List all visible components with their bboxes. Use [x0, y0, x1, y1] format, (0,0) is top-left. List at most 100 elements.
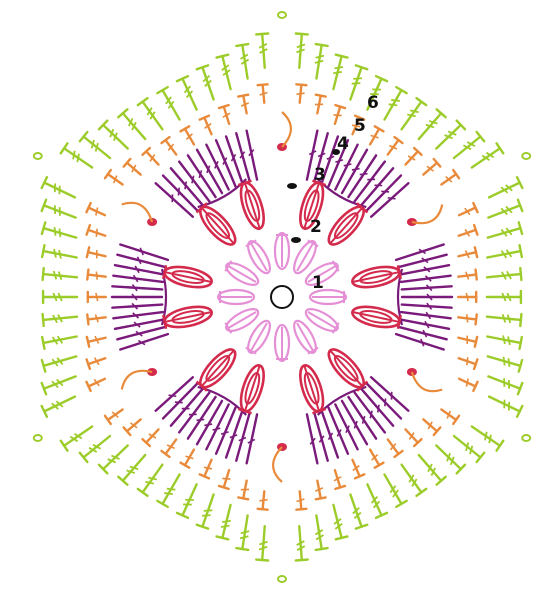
round-5-stitch-half-double-crochet-icon: [217, 103, 231, 126]
round-5-stitch-half-double-crochet-icon: [85, 201, 107, 217]
round-6-stitch-treble-crochet-icon: [40, 221, 78, 239]
round-3-chain: [120, 369, 153, 390]
round-5-stitch-half-double-crochet-icon: [457, 201, 479, 217]
round-4-stitch-treble-fan-icon: [394, 332, 445, 351]
round-6-stitch-treble-crochet-icon: [59, 142, 94, 169]
round-4-stitch-treble-fan-icon: [178, 391, 211, 434]
round-4-stitch-treble-fan-icon: [369, 182, 410, 218]
round-4-stitch-treble-fan-icon: [224, 135, 244, 185]
round-4-stitch-treble-fan-icon: [327, 406, 350, 455]
round-5-stitch-half-double-crochet-icon: [457, 246, 479, 259]
round-6-stitch-treble-crochet-icon: [40, 395, 77, 418]
round-4-stitch-treble-fan-icon: [347, 154, 378, 199]
round-5-stitch-half-double-crochet-icon: [368, 448, 385, 469]
round-4-stitch-treble-fan-icon: [161, 381, 200, 420]
round-6-stitch-treble-crochet-icon: [235, 514, 250, 552]
round-4-stitch-treble-fan-icon: [235, 411, 251, 462]
round-label-2: 2: [310, 217, 322, 237]
round-4-stitch-treble-fan-icon: [359, 167, 395, 208]
round-6-stitch-treble-crochet-icon: [41, 266, 79, 282]
round-1-stitch-double-crochet-cluster-icon: [273, 323, 291, 363]
round-5-stitch-half-double-crochet-icon: [85, 377, 107, 393]
round-4-stitch-treble-fan-icon: [224, 409, 244, 459]
round-6-stitch-treble-crochet-icon: [383, 85, 408, 121]
round-5-stitch-half-double-crochet-icon: [122, 157, 142, 176]
round-4-stitch-treble-fan-icon: [313, 132, 329, 183]
round-5-stitch-half-double-crochet-icon: [198, 458, 213, 480]
round-2-stitch-treble-cluster-icon: [195, 348, 237, 392]
round-5-stitch-half-double-crochet-icon: [422, 418, 442, 437]
round-5-stitch-half-double-crochet-icon: [256, 83, 269, 104]
round-4-stitch-treble-fan-icon: [178, 160, 211, 203]
round-4-stitch-treble-fan-icon: [347, 395, 378, 440]
round-4-stitch-treble-fan-icon: [235, 132, 251, 183]
round-6-stitch-treble-crochet-icon: [417, 108, 447, 141]
round-4-stitch-treble-fan-icon: [169, 386, 205, 427]
round-2-stitch-treble-cluster-icon: [299, 364, 327, 415]
round-6-stitch-treble-crochet-icon: [383, 473, 408, 509]
round-6-stitch-treble-crochet-icon: [452, 434, 486, 464]
round-6-stitch-treble-crochet-icon: [255, 524, 270, 562]
round-5-stitch-half-double-crochet-icon: [457, 377, 479, 393]
round-5-stitch-half-double-crochet-icon: [160, 438, 178, 459]
round-6-stitch-treble-crochet-icon: [417, 453, 447, 486]
round-5-stitch-half-double-crochet-icon: [386, 438, 404, 459]
round-5-stitch-half-double-crochet-icon: [103, 168, 124, 186]
round-5-stitch-half-double-crochet-icon: [179, 125, 196, 146]
round-6-stitch-treble-crochet-icon: [487, 198, 524, 219]
round-4-stitch-treble-fan-icon: [364, 381, 403, 420]
round-5-stitch-half-double-crochet-icon: [351, 114, 366, 136]
round-4-stitch-treble-fan-icon: [186, 395, 217, 440]
round-3-chain: [411, 204, 444, 225]
round-6-stitch-treble-crochet-icon: [366, 483, 389, 520]
round-2-stitch-treble-cluster-icon: [195, 202, 237, 246]
slip-stitch-marker-icon: [287, 183, 297, 189]
round-2-stitch-treble-cluster-icon: [299, 179, 327, 230]
round-6-stitch-treble-crochet-icon: [97, 119, 129, 150]
round-4-stitch-treble-fan-icon: [400, 293, 454, 301]
round-6-stitch-treble-crochet-icon: [400, 96, 428, 131]
round-4-stitch-treble-fan-icon: [400, 284, 453, 292]
round-4-stitch-treble-fan-icon: [327, 139, 350, 188]
round-6-stitch-treble-crochet-icon: [40, 198, 77, 219]
round-6-stitch-treble-crochet-icon: [486, 221, 524, 239]
round-6-stitch-treble-crochet-icon: [215, 53, 232, 91]
round-6-stitch-treble-crochet-icon: [366, 74, 389, 111]
round-4-stitch-treble-fan-icon: [399, 274, 452, 284]
round-1-stitch-double-crochet-cluster-icon: [308, 288, 348, 306]
round-markers: [287, 149, 340, 243]
round-label-1: 1: [312, 273, 324, 293]
round-5-stitch-half-double-crochet-icon: [122, 418, 142, 437]
round-4-stitch-treble-fan-icon: [119, 243, 170, 262]
round-4-layer: [110, 129, 454, 465]
round-4-stitch-treble-fan-icon: [116, 325, 167, 341]
round-6-corner-chain: [32, 434, 43, 442]
round-1-stitch-double-crochet-cluster-icon: [224, 260, 260, 286]
round-5-stitch-half-double-crochet-icon: [314, 93, 327, 115]
round-1-stitch-double-crochet-cluster-icon: [304, 308, 340, 334]
round-4-stitch-treble-fan-icon: [398, 318, 451, 331]
round-1-stitch-double-crochet-cluster-icon: [224, 308, 260, 334]
round-4-stitch-treble-fan-icon: [154, 376, 195, 412]
round-5-stitch-half-double-crochet-icon: [404, 428, 423, 448]
round-5-stitch-half-double-crochet-icon: [440, 168, 461, 186]
round-2-stitch-treble-cluster-icon: [327, 348, 369, 392]
round-5-stitch-half-double-crochet-icon: [333, 468, 347, 491]
round-4-stitch-treble-fan-icon: [305, 413, 319, 465]
round-6-stitch-treble-crochet-icon: [486, 335, 524, 351]
round-4-stitch-treble-fan-icon: [245, 413, 259, 465]
round-2-stitch-treble-cluster-icon: [237, 179, 265, 230]
round-6-stitch-treble-crochet-icon: [452, 130, 486, 160]
round-4-stitch-treble-fan-icon: [397, 325, 448, 341]
round-4-stitch-treble-fan-icon: [313, 411, 329, 462]
round-6-stitch-treble-crochet-icon: [59, 425, 94, 452]
round-6-stitch-treble-crochet-icon: [40, 176, 77, 199]
round-4-stitch-treble-fan-icon: [205, 403, 230, 451]
round-6-stitch-treble-crochet-icon: [117, 108, 147, 141]
round-6-stitch-treble-crochet-icon: [487, 176, 524, 199]
round-4-stitch-treble-fan-icon: [111, 284, 164, 292]
round-1-stitch-double-crochet-cluster-icon: [273, 231, 291, 271]
round-5-stitch-half-double-crochet-icon: [351, 458, 366, 480]
round-2-stitch-treble-cluster-icon: [327, 202, 369, 246]
